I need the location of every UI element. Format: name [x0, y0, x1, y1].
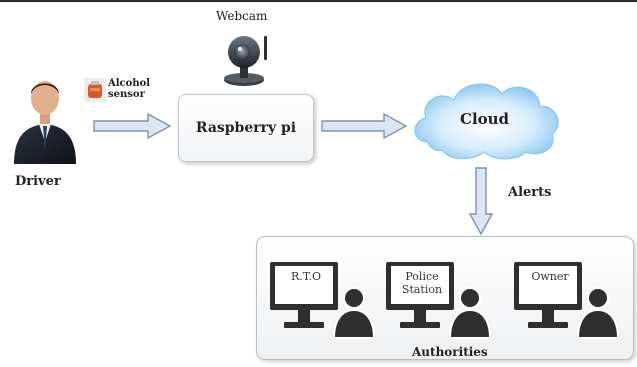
webcam-label: Webcam — [216, 9, 268, 23]
driver-person-icon — [14, 81, 76, 164]
top-rule — [0, 0, 637, 2]
monitor-user-icon — [386, 262, 492, 339]
alcohol-sensor-label: Alcohol sensor — [108, 78, 151, 100]
monitor-user-icon — [270, 262, 376, 339]
authority-police-station: Police Station — [384, 260, 494, 340]
webcam-icon — [224, 36, 267, 86]
authority-label: Owner — [531, 270, 569, 283]
driver-label: Driver — [15, 174, 61, 189]
alcohol-sensor-icon — [84, 78, 106, 102]
arrow-raspberry-to-cloud — [321, 112, 408, 140]
authorities-label: Authorities — [412, 345, 488, 359]
authority-label: Police Station — [401, 270, 443, 296]
raspberry-pi-label: Raspberry pi — [195, 120, 297, 136]
arrow-driver-to-raspberry — [93, 112, 172, 140]
raspberry-pi-node: Raspberry pi — [178, 94, 314, 162]
authority-owner: Owner — [512, 260, 622, 340]
cloud-icon — [414, 83, 559, 160]
authority-label: R.T.O — [290, 270, 321, 283]
cloud-label: Cloud — [460, 110, 510, 128]
monitor-user-icon — [514, 262, 620, 339]
authority-rto: R.T.O — [268, 260, 378, 340]
arrow-cloud-to-authorities — [469, 167, 493, 236]
alerts-label: Alerts — [508, 185, 552, 200]
